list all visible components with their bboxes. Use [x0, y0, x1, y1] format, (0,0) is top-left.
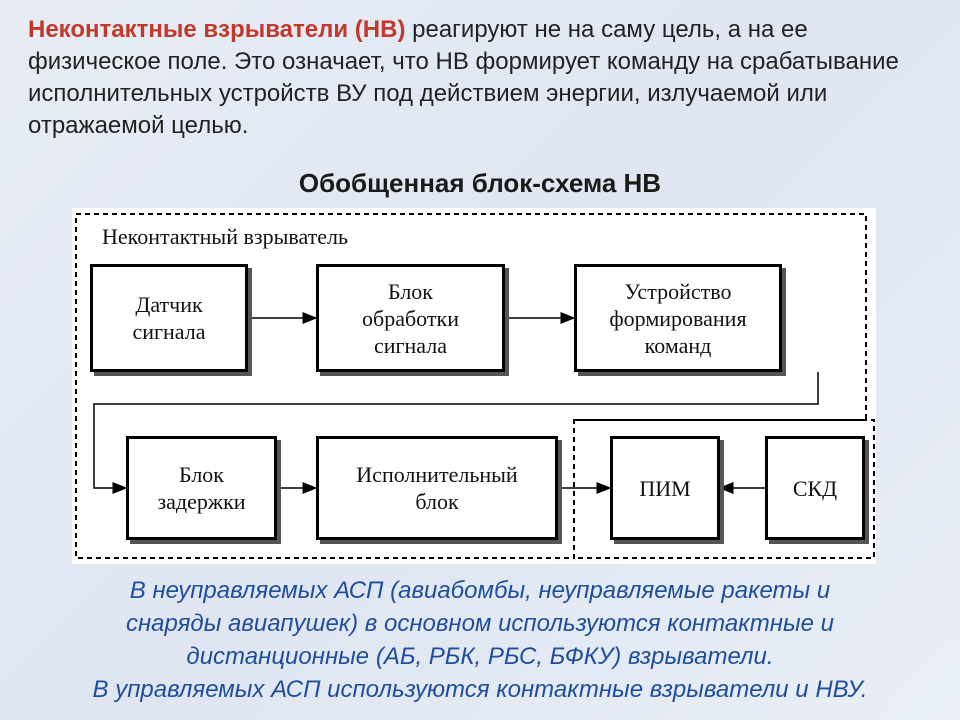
- block-label-line: блок: [415, 489, 459, 514]
- intro-highlight: Неконтактные взрыватели (НВ): [28, 16, 406, 43]
- notes-line: В управляемых АСП используются контактны…: [92, 676, 868, 703]
- diagram-connectors: [75, 213, 875, 559]
- block-delay: Блок задержки: [126, 436, 277, 540]
- block-signal-sensor: Датчик сигнала: [90, 264, 248, 372]
- block-diagram: Неконтактный взрыватель Датчик сигнала Б…: [72, 208, 876, 564]
- block-label-line: Исполнительный: [356, 462, 518, 487]
- block-label-line: обработки: [362, 305, 459, 331]
- block-executive: Исполнительный блок: [316, 436, 558, 540]
- block-label-line: Блок: [387, 278, 433, 304]
- notes-line: снаряды авиапушек) в основном используют…: [125, 610, 835, 637]
- block-pim: ПИМ: [610, 436, 720, 540]
- block-label-line: СКД: [792, 475, 838, 501]
- arrow-command-delay: [93, 372, 819, 494]
- block-label-line: Датчик: [135, 292, 203, 317]
- block-label-line: сигнала: [132, 319, 206, 344]
- notes-paragraph: В неуправляемых АСП (авиабомбы, неуправл…: [0, 574, 960, 706]
- fuze-frame-label: Неконтактный взрыватель: [102, 224, 349, 249]
- diagram-heading: Обобщенная блок-схема НВ: [298, 168, 662, 198]
- block-label-line: ПИМ: [639, 475, 691, 501]
- notes-line: дистанционные (АБ, РБК, РБС, БФКУ) взрыв…: [186, 643, 774, 670]
- block-label-line: Устройство: [624, 278, 732, 304]
- block-command-generator: Устройство формирования команд: [574, 264, 782, 372]
- block-label-line: Блок: [178, 462, 224, 487]
- block-label-line: команд: [644, 332, 712, 358]
- block-label-line: сигнала: [373, 332, 448, 358]
- pim-frame-border: [574, 419, 875, 559]
- intro-text: реагируют не на саму цель, а на ее физич…: [28, 16, 899, 139]
- block-skd: СКД: [765, 436, 865, 540]
- intro-paragraph: Неконтактные взрыватели (НВ) реагируют н…: [28, 14, 928, 142]
- block-label-line: формирования: [609, 305, 747, 331]
- block-label-line: задержки: [157, 489, 246, 514]
- notes-line: В неуправляемых АСП (авиабомбы, неуправл…: [129, 577, 831, 604]
- block-signal-processing: Блок обработки сигнала: [316, 264, 505, 372]
